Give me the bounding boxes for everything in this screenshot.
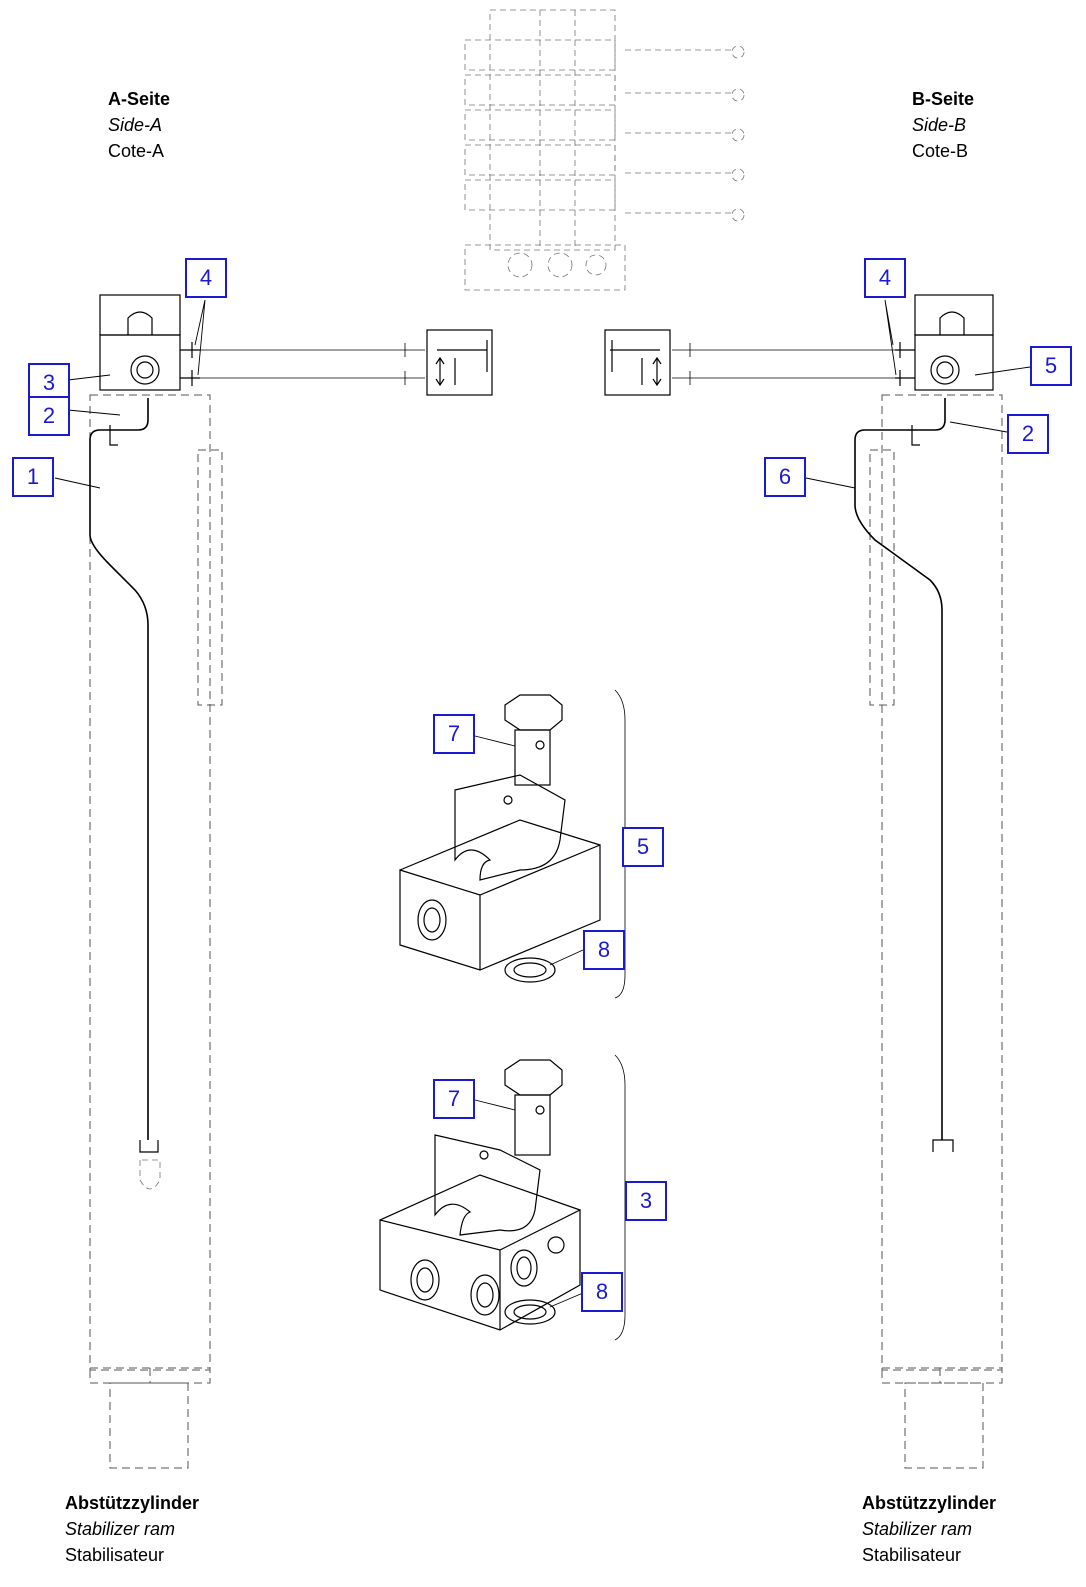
ram-a-fr: Stabilisateur xyxy=(65,1545,165,1565)
callout-detail1-5: 5 xyxy=(622,827,664,867)
ram-b-label: Abstützzylinder Stabilizer ram Stabilisa… xyxy=(862,1490,996,1568)
ram-b-fr: Stabilisateur xyxy=(862,1545,962,1565)
ram-a-en: Stabilizer ram xyxy=(65,1519,176,1539)
leader-lines xyxy=(54,299,1031,1308)
callout-detail2-8: 8 xyxy=(581,1272,623,1312)
stabilizer-ram-a xyxy=(89,394,223,1469)
coupling-symbol-b xyxy=(604,329,671,396)
detail-valve-block-5 xyxy=(399,689,626,999)
callout-detail1-7: 7 xyxy=(433,714,475,754)
callout-b-2: 2 xyxy=(1007,414,1049,454)
side-b-en: Side-B xyxy=(912,115,967,135)
side-a-en: Side-A xyxy=(108,115,163,135)
ram-b-de: Abstützzylinder xyxy=(862,1493,997,1513)
side-a-de: A-Seite xyxy=(108,89,171,109)
hose-b xyxy=(854,398,954,1152)
side-a-label: A-Seite Side-A Cote-A xyxy=(108,86,170,164)
side-b-de: B-Seite xyxy=(912,89,975,109)
side-a-fr: Cote-A xyxy=(108,141,165,161)
callout-a-4: 4 xyxy=(185,258,227,298)
coupling-symbol-a xyxy=(426,329,493,396)
hydraulic-lines-a xyxy=(200,343,425,385)
stabilizer-ram-b xyxy=(869,394,1003,1469)
hydraulic-lines-b xyxy=(672,343,895,385)
callout-b-5: 5 xyxy=(1030,346,1072,386)
hose-a xyxy=(89,398,161,1190)
valve-block-b xyxy=(895,294,994,391)
side-b-fr: Cote-B xyxy=(912,141,969,161)
callout-a-2: 2 xyxy=(28,396,70,436)
control-valve-block xyxy=(464,9,745,291)
callout-detail2-7: 7 xyxy=(433,1079,475,1119)
ram-a-label: Abstützzylinder Stabilizer ram Stabilisa… xyxy=(65,1490,199,1568)
callout-b-6: 6 xyxy=(764,457,806,497)
callout-a-1: 1 xyxy=(12,457,54,497)
side-b-label: B-Seite Side-B Cote-B xyxy=(912,86,974,164)
callout-detail1-8: 8 xyxy=(583,930,625,970)
ram-a-de: Abstützzylinder xyxy=(65,1493,200,1513)
callout-detail2-3: 3 xyxy=(625,1181,667,1221)
callout-b-4: 4 xyxy=(864,258,906,298)
valve-block-a xyxy=(99,294,200,391)
ram-b-en: Stabilizer ram xyxy=(862,1519,973,1539)
